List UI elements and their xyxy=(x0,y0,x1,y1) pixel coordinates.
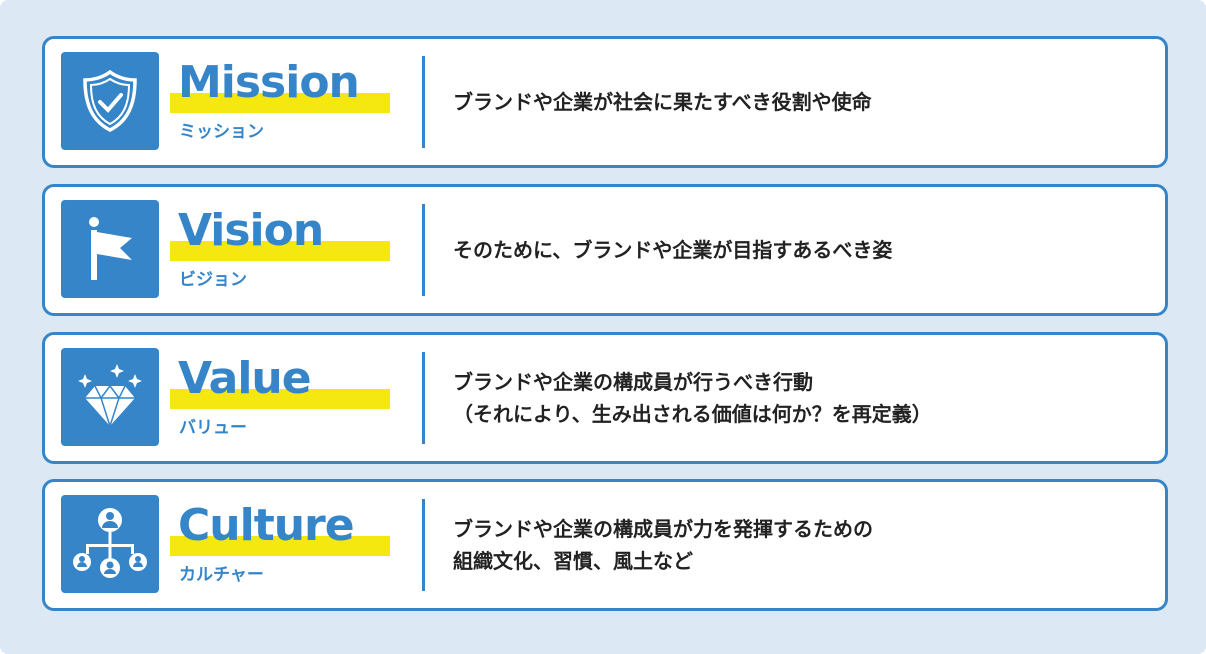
title-highlight xyxy=(170,389,390,409)
card-title: Vision xyxy=(178,205,324,256)
card-description: ブランドや企業の構成員が力を発揮するための組織文化、習慣、風土など xyxy=(453,482,873,608)
card-subtitle: カルチャー xyxy=(179,565,264,585)
card-description: ブランドや企業が社会に果たすべき役割や使命 xyxy=(453,39,872,165)
card-title: Value xyxy=(178,353,312,404)
description-line: ブランドや企業の構成員が力を発揮するための xyxy=(453,517,873,541)
mission-card: Mission ミッション ブランドや企業が社会に果たすべき役割や使命 xyxy=(42,36,1168,168)
card-description: ブランドや企業の構成員が行うべき行動 （それにより、生み出される価値は何か？を再定… xyxy=(453,335,932,461)
title-highlight xyxy=(170,93,390,113)
divider xyxy=(422,56,425,148)
title-highlight xyxy=(170,536,390,556)
description-line: ブランドや企業が社会に果たすべき役割や使命 xyxy=(453,90,872,114)
title-highlight xyxy=(170,241,390,261)
divider xyxy=(422,352,425,444)
card-subtitle: ミッション xyxy=(179,122,264,142)
card-subtitle: ビジョン xyxy=(179,270,247,290)
description-line: ブランドや企業の構成員が行うべき行動 xyxy=(453,370,813,394)
card-title: Culture xyxy=(178,500,355,551)
shield-check-icon xyxy=(61,52,159,150)
diamond-icon xyxy=(61,348,159,446)
culture-card: Culture カルチャー ブランドや企業の構成員が力を発揮するための組織文化、… xyxy=(42,479,1168,611)
value-card: Value バリュー ブランドや企業の構成員が行うべき行動 （それにより、生み出さ… xyxy=(42,332,1168,464)
card-description: そのために、ブランドや企業が目指すあるべき姿 xyxy=(453,187,892,313)
vision-card: Vision ビジョン そのために、ブランドや企業が目指すあるべき姿 xyxy=(42,184,1168,316)
description-line: （それにより、生み出される価値は何か？を再定義） xyxy=(453,402,932,426)
people-network-icon xyxy=(61,495,159,593)
description-line: そのために、ブランドや企業が目指すあるべき姿 xyxy=(453,238,893,262)
card-subtitle: バリュー xyxy=(179,418,247,438)
description-line: 組織文化、習慣、風土など xyxy=(453,549,693,573)
flag-icon xyxy=(61,200,159,298)
divider xyxy=(422,499,425,591)
card-title: Mission xyxy=(178,57,360,108)
divider xyxy=(422,204,425,296)
